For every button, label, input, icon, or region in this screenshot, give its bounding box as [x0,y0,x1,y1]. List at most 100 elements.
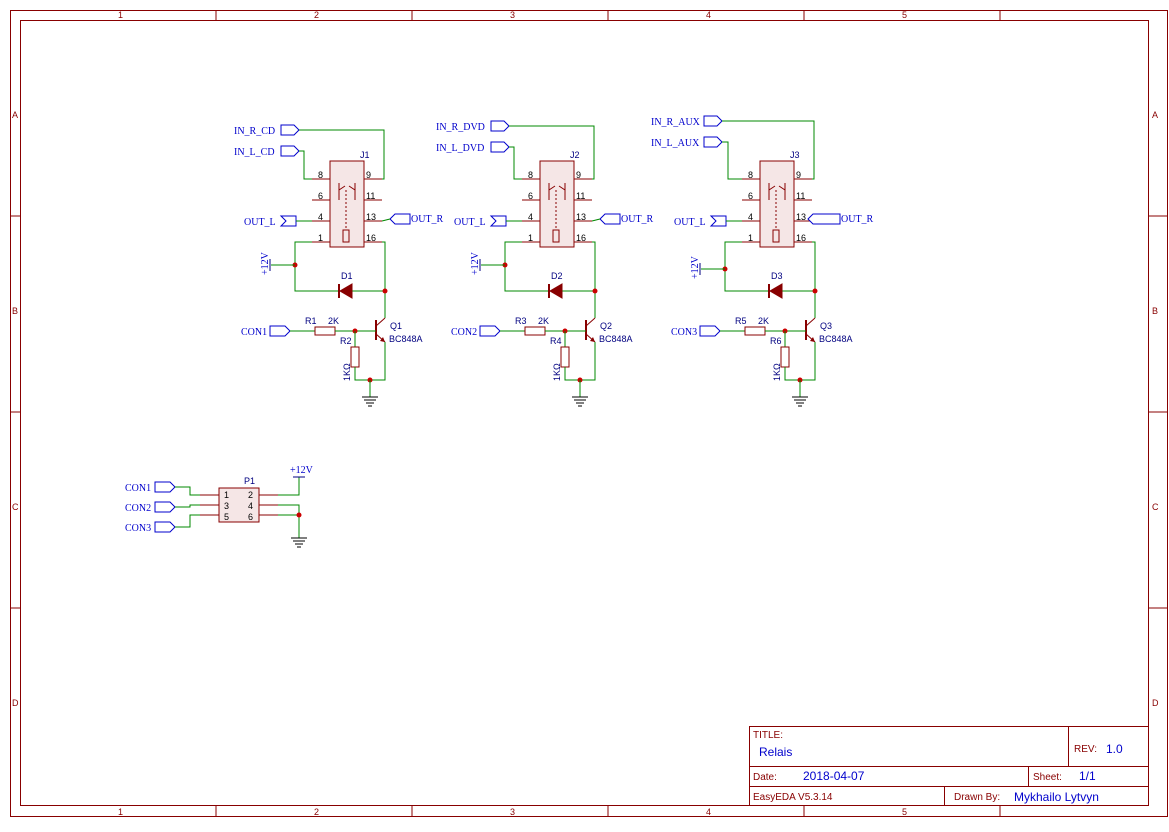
transistor-ref: Q3 [820,321,832,331]
zone-col-1-bottom: 1 [118,807,123,817]
base-resistor [524,326,546,336]
zone-col-3-bottom: 3 [510,807,515,817]
zone-row-b-left: B [12,306,18,316]
base-resistor-ref: R1 [305,316,317,326]
net-label-out-r: OUT_R [841,214,874,225]
pull-resistor-value: 1KΩ [342,363,352,381]
relay-pin-11: 11 [366,191,375,201]
zone-col-2-top: 2 [314,10,319,20]
transistor-type: BC848A [599,334,633,344]
transistor-arrow [380,337,385,342]
net-flag-in-l [280,145,300,157]
drawn-by-value: Mykhailo Lytvyn [1014,790,1099,804]
zone-row-a-left: A [12,110,18,120]
net-flag-control [269,325,291,337]
net-flag-control [699,325,721,337]
relay-pin-9: 9 [366,170,371,180]
relay-pin-6: 6 [748,191,753,201]
transistor-type: BC848A [389,334,423,344]
connector-pin-1: 1 [224,490,229,500]
title-label: TITLE: [753,730,783,741]
net-flag-con1 [154,481,176,493]
net-flag-out-l [279,215,297,227]
drawing-frame: 1 2 3 4 5 1 2 3 4 5 A B C D A B C D [10,10,1168,817]
relay-channel-1: IN_R_CD IN_L_CD J1 8 9 6 11 4 13 1 16 OU… [234,124,444,407]
zone-row-a-right: A [1152,110,1158,120]
zone-row-d-right: D [1152,698,1159,708]
relay-pin-6: 6 [318,191,323,201]
diode-symbol [769,283,783,299]
base-resistor-value: 2K [328,316,339,326]
net-label-control: CON2 [451,327,477,338]
net-label-out-l: OUT_L [454,217,486,228]
net-flag-in-r [490,120,510,132]
pull-resistor [780,346,790,368]
connector-p1: P1 1 2 3 4 5 6 CON1 CON2 CON3 +12V [125,465,314,548]
connector-pin-3: 3 [224,501,229,511]
diode-ref: D1 [341,271,353,281]
pull-resistor-value: 1KΩ [552,363,562,381]
net-flag-out-r [807,213,841,225]
net-label-in-l: IN_L_AUX [651,138,700,149]
zone-col-4-bottom: 4 [706,807,711,817]
net-flag-in-l [490,141,510,153]
net-label-in-r: IN_R_CD [234,126,275,137]
relay-ref: J3 [790,150,800,160]
base-resistor-value: 2K [538,316,549,326]
drawn-by-label: Drawn By: [954,792,1000,803]
net-label-in-l: IN_L_DVD [436,143,484,154]
pull-resistor-ref: R6 [770,336,782,346]
transistor-ref: Q1 [390,321,402,331]
connector-pin-5: 5 [224,512,229,522]
base-resistor-value: 2K [758,316,769,326]
relay-pin-11: 11 [796,191,805,201]
net-label-con1: CON1 [125,483,151,494]
net-label-out-l: OUT_L [244,217,276,228]
relay-body [539,160,575,248]
net-label-in-l: IN_L_CD [234,147,275,158]
relay-pin-1: 1 [748,233,753,243]
relay-ref: J1 [360,150,370,160]
zone-col-3-top: 3 [510,10,515,20]
relay-pin-8: 8 [528,170,533,180]
tool-label: EasyEDA V5.3.14 [753,792,833,803]
connector-ref: P1 [244,476,255,486]
relay-channel-2: IN_R_DVD IN_L_DVD J2 8 9 6 11 4 13 1 16 … [436,120,654,407]
net-label-con2: CON2 [125,503,151,514]
net-label-out-l: OUT_L [674,217,706,228]
pull-resistor-value: 1KΩ [772,363,782,381]
zone-col-5-top: 5 [902,10,907,20]
ground-icon [362,396,378,407]
rev-label: REV: [1074,744,1097,755]
sheet-value: 1/1 [1079,769,1096,783]
relay-pin-16: 16 [796,233,806,243]
net-flag-con3 [154,521,176,533]
relay-pin-13: 13 [576,212,586,222]
transistor-arrow [590,337,595,342]
net-flag-control [479,325,501,337]
title-block: TITLE: Relais REV: 1.0 Date: 2018-04-07 … [749,726,1149,806]
zone-col-5-bottom: 5 [902,807,907,817]
ground-icon [291,537,307,548]
relay-pin-1: 1 [528,233,533,243]
net-label-out-r: OUT_R [411,214,444,225]
connector-pin-2: 2 [248,490,253,500]
transistor-arrow [810,337,815,342]
connector-pin-6: 6 [248,512,253,522]
title-value: Relais [759,745,792,759]
relay-pin-8: 8 [748,170,753,180]
ground-icon [792,396,808,407]
zone-row-c-right: C [1152,502,1159,512]
base-resistor-ref: R3 [515,316,527,326]
net-flag-out-l [489,215,507,227]
supply-label: +12V [260,251,271,275]
date-label: Date: [753,772,777,783]
rev-value: 1.0 [1106,742,1123,756]
net-flag-out-r [389,213,411,225]
net-label-con3: CON3 [125,523,151,534]
relay-pin-4: 4 [528,212,533,222]
relay-pin-16: 16 [576,233,586,243]
zone-row-b-right: B [1152,306,1158,316]
sheet-label: Sheet: [1033,772,1062,783]
